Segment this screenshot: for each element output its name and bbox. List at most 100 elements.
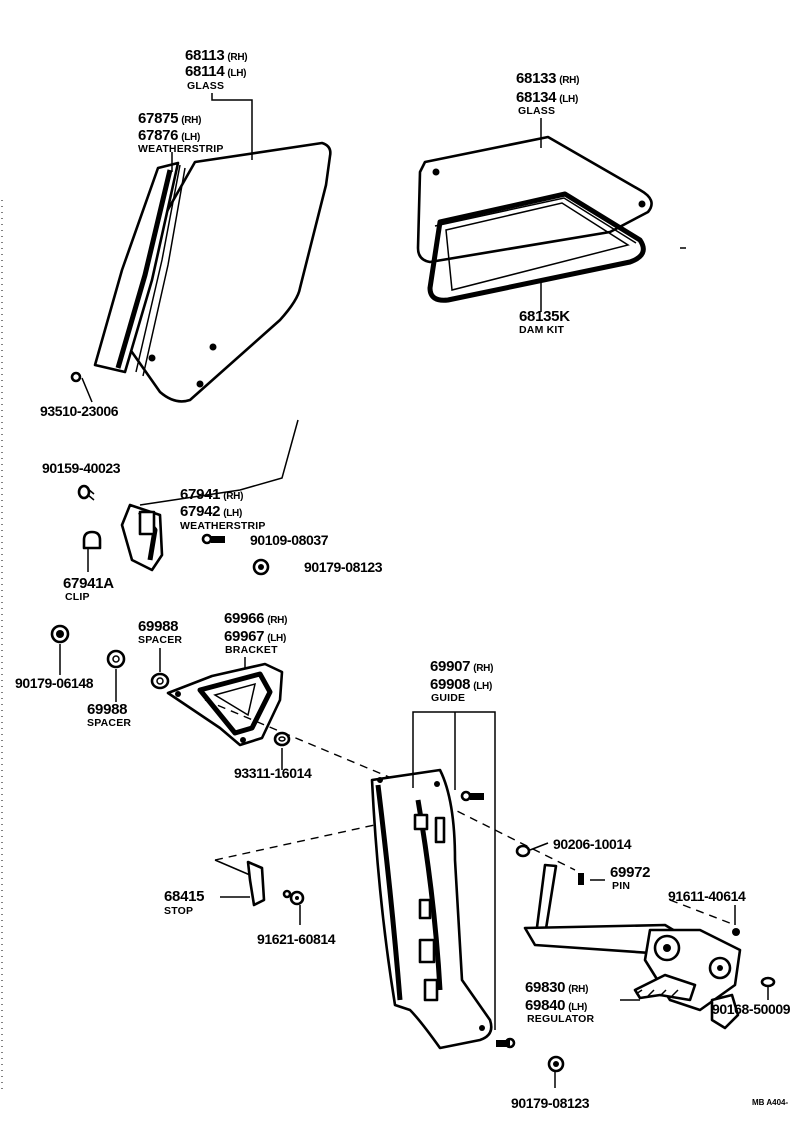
label-67941a: 67941A bbox=[63, 575, 114, 592]
label-weatherstrip-bracket: WEATHERSTRIP bbox=[180, 520, 266, 532]
bracket bbox=[166, 662, 284, 747]
part-number: 68134 bbox=[516, 89, 557, 106]
part-number: 69840 bbox=[525, 997, 566, 1014]
spacer-lower bbox=[106, 649, 126, 669]
screw-90168 bbox=[760, 976, 776, 988]
weatherstrip-bracket bbox=[120, 503, 164, 572]
label-67941: 67941(RH) bbox=[180, 487, 243, 502]
part-number: 69966 bbox=[224, 610, 265, 627]
label-68415: 68415 bbox=[164, 888, 205, 905]
part-number: 69907 bbox=[430, 658, 471, 675]
weatherstrip-left bbox=[93, 161, 186, 377]
part-number: 68114 bbox=[185, 63, 225, 80]
screw-93510 bbox=[70, 371, 82, 383]
label-69988-upper: 69988 bbox=[138, 618, 179, 635]
label-69840: 69840(LH) bbox=[525, 998, 587, 1013]
nut-90179-06148 bbox=[50, 624, 70, 644]
label-69967: 69967(LH) bbox=[224, 629, 286, 644]
nut-90179-lower bbox=[547, 1055, 565, 1073]
label-67875: 67875(RH) bbox=[138, 111, 201, 126]
label-69988-lower: 69988 bbox=[87, 701, 128, 718]
part-number: 67941 bbox=[180, 486, 221, 503]
side-lh: (LH) bbox=[181, 132, 201, 143]
label-bracket: BRACKET bbox=[225, 644, 278, 656]
side-lh: (LH) bbox=[568, 1002, 588, 1013]
label-pin: PIN bbox=[612, 880, 631, 892]
label-68133: 68133(RH) bbox=[516, 71, 579, 86]
side-rh: (RH) bbox=[267, 615, 288, 626]
label-93510: 93510-23006 bbox=[40, 403, 119, 419]
label-spacer-upper: SPACER bbox=[138, 634, 183, 646]
leader-lines-guide bbox=[220, 711, 769, 1088]
label-90179-upper: 90179-08123 bbox=[304, 559, 383, 575]
label-90109: 90109-08037 bbox=[250, 532, 329, 548]
side-rh: (RH) bbox=[181, 115, 202, 126]
label-glass-right: GLASS bbox=[518, 105, 556, 117]
label-dam-kit: DAM KIT bbox=[519, 324, 565, 336]
regulator bbox=[523, 863, 742, 1030]
clip-90159 bbox=[77, 484, 95, 501]
part-number: 67876 bbox=[138, 127, 179, 144]
label-68134: 68134(LH) bbox=[516, 90, 578, 105]
label-guide: GUIDE bbox=[431, 692, 466, 704]
side-rh: (RH) bbox=[223, 491, 244, 502]
spacer-upper bbox=[150, 672, 170, 690]
label-stop: STOP bbox=[164, 905, 194, 917]
part-number: 69830 bbox=[525, 979, 566, 996]
label-glass-left: GLASS bbox=[187, 80, 225, 92]
label-90179-lower: 90179-08123 bbox=[511, 1095, 590, 1111]
label-corner-code: MB A404- bbox=[752, 1098, 789, 1107]
screw-90109 bbox=[201, 533, 225, 545]
label-90159: 90159-40023 bbox=[42, 460, 121, 476]
part-number: 67875 bbox=[138, 110, 179, 127]
side-lh: (LH) bbox=[227, 68, 247, 79]
bolt-guide-bottom bbox=[496, 1037, 516, 1049]
label-weatherstrip-left: WEATHERSTRIP bbox=[138, 143, 224, 155]
label-90206: 90206-10014 bbox=[553, 836, 632, 852]
bolt-91621 bbox=[282, 889, 305, 906]
label-91621: 91621-60814 bbox=[257, 931, 336, 947]
label-91611: 91611-40614 bbox=[668, 888, 746, 904]
label-68135k: 68135K bbox=[519, 308, 570, 325]
label-regulator: REGULATOR bbox=[527, 1013, 595, 1025]
nut-90179-upper bbox=[252, 558, 270, 576]
label-90168: 90168-50009 bbox=[712, 1001, 791, 1017]
side-lh: (LH) bbox=[473, 681, 493, 692]
label-69830: 69830(RH) bbox=[525, 980, 588, 995]
side-rh: (RH) bbox=[568, 984, 589, 995]
label-69966: 69966(RH) bbox=[224, 611, 287, 626]
dam-kit bbox=[427, 191, 646, 303]
washer-93311 bbox=[273, 731, 291, 747]
clip-67941a bbox=[82, 530, 102, 572]
part-number: 68133 bbox=[516, 70, 557, 87]
part-number: 68113 bbox=[185, 47, 225, 64]
stop-68415 bbox=[246, 860, 266, 907]
side-rh: (RH) bbox=[473, 663, 494, 674]
label-93311: 93311-16014 bbox=[234, 765, 312, 781]
label-68114: 68114(LH) bbox=[185, 64, 246, 79]
bolt-guide-top bbox=[460, 790, 484, 802]
side-lh: (LH) bbox=[267, 633, 287, 644]
label-spacer-lower: SPACER bbox=[87, 717, 132, 729]
side-lh: (LH) bbox=[559, 94, 579, 105]
leader-lines-top bbox=[81, 93, 686, 506]
side-rh: (RH) bbox=[559, 75, 580, 86]
label-67942: 67942(LH) bbox=[180, 504, 242, 519]
label-67876: 67876(LH) bbox=[138, 128, 200, 143]
label-69907: 69907(RH) bbox=[430, 659, 493, 674]
guide-channel bbox=[370, 768, 493, 1050]
label-clip: CLIP bbox=[65, 591, 90, 603]
label-69972: 69972 bbox=[610, 864, 651, 881]
label-68113: 68113(RH) bbox=[185, 47, 248, 64]
pin-69972 bbox=[578, 873, 584, 885]
side-rh: (RH) bbox=[227, 52, 248, 63]
part-number: 67942 bbox=[180, 503, 221, 520]
clip-90206 bbox=[515, 844, 531, 858]
part-number: 69908 bbox=[430, 676, 471, 693]
part-number: 69967 bbox=[224, 628, 265, 645]
label-90179-06148: 90179-06148 bbox=[15, 675, 94, 691]
side-lh: (LH) bbox=[223, 508, 243, 519]
label-69908: 69908(LH) bbox=[430, 677, 492, 692]
